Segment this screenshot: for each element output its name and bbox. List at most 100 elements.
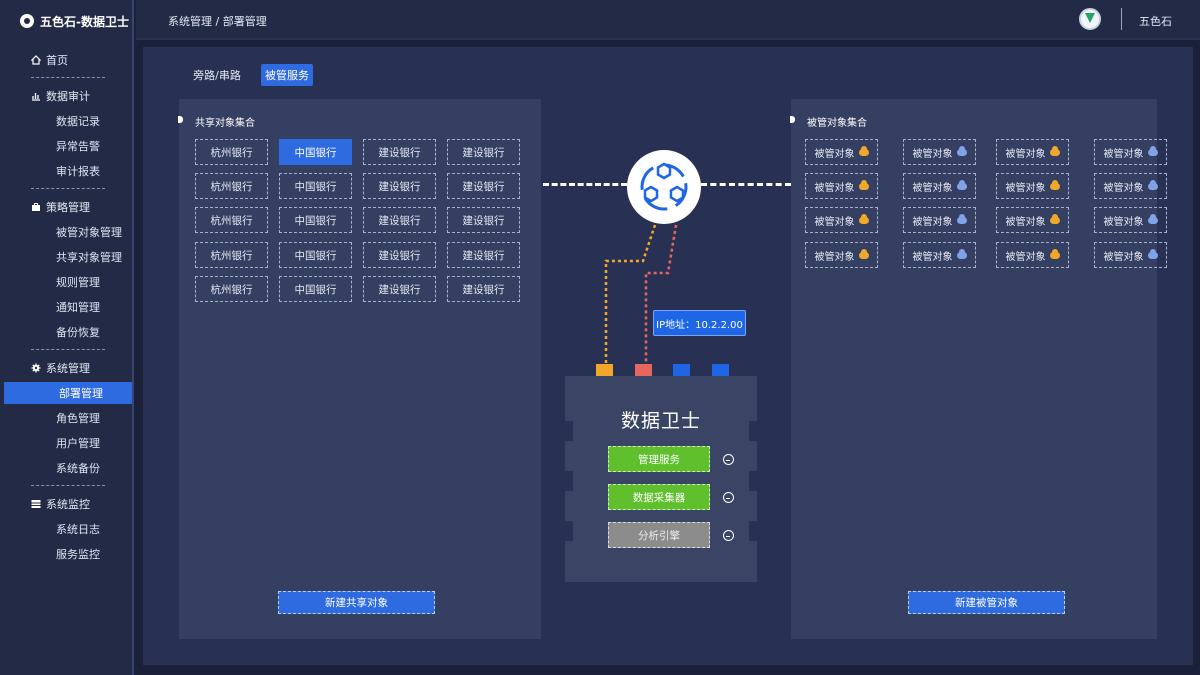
sidebar-item-backup-restore[interactable]: 备份恢复 <box>56 326 100 339</box>
shared-object-chip[interactable]: 建设银行 <box>363 276 436 302</box>
sidebar-item-shared-objects[interactable]: 共享对象管理 <box>56 251 122 264</box>
sidebar-item-data-records[interactable]: 数据记录 <box>56 115 100 128</box>
managed-object-label: 被管对象 <box>1103 251 1144 263</box>
shared-object-chip[interactable]: 建设银行 <box>363 242 436 268</box>
managed-object-chip[interactable]: 被管对象 <box>903 207 976 233</box>
shared-object-chip[interactable]: 中国银行 <box>279 173 352 199</box>
briefcase-icon <box>32 203 40 211</box>
sidebar-item-notifications[interactable]: 通知管理 <box>56 301 100 314</box>
managed-object-chip[interactable]: 被管对象 <box>1094 242 1167 268</box>
managed-object-chip[interactable]: 被管对象 <box>805 139 878 165</box>
tab-managed-services[interactable]: 被管服务 <box>261 64 313 86</box>
managed-object-label: 被管对象 <box>1005 251 1046 263</box>
managed-object-chip[interactable]: 被管对象 <box>1094 207 1167 233</box>
managed-object-chip[interactable]: 被管对象 <box>996 139 1069 165</box>
new-shared-object-button[interactable]: 新建共享对象 <box>278 591 435 614</box>
cloud-icon <box>858 145 869 156</box>
logo-icon <box>20 14 34 28</box>
nav-divider <box>31 77 105 78</box>
refresh-icon[interactable] <box>723 454 734 465</box>
service-analysis-button[interactable]: 分析引擎 <box>608 522 710 548</box>
managed-object-chip[interactable]: 被管对象 <box>996 207 1069 233</box>
sidebar-item-deployment[interactable]: 部署管理 <box>4 382 132 404</box>
sidebar-item-roles[interactable]: 角色管理 <box>56 412 100 425</box>
cloud-icon <box>1049 213 1060 224</box>
shared-object-chip[interactable]: 建设银行 <box>363 173 436 199</box>
managed-object-chip[interactable]: 被管对象 <box>805 242 878 268</box>
tab-bypass-serial[interactable]: 旁路/串路 <box>193 69 241 82</box>
managed-object-chip[interactable]: 被管对象 <box>805 207 878 233</box>
cloud-icon <box>1147 145 1158 156</box>
device-title: 数据卫士 <box>620 410 701 432</box>
user-name[interactable]: 五色石 <box>1139 15 1172 28</box>
managed-object-chip[interactable]: 被管对象 <box>903 139 976 165</box>
shared-object-chip[interactable]: 中国银行 <box>279 139 352 165</box>
breadcrumb: 系统管理 / 部署管理 <box>168 15 267 28</box>
shared-object-chip[interactable]: 建设银行 <box>447 242 520 268</box>
shared-object-chip[interactable]: 建设银行 <box>447 276 520 302</box>
managed-object-chip[interactable]: 被管对象 <box>903 173 976 199</box>
new-managed-object-button[interactable]: 新建被管对象 <box>908 591 1065 614</box>
bar-chart-icon <box>32 93 40 101</box>
managed-object-chip[interactable]: 被管对象 <box>903 242 976 268</box>
nav-monitor[interactable]: 系统监控 <box>0 494 134 514</box>
nav-divider <box>31 188 105 189</box>
nav-system[interactable]: 系统管理 <box>0 358 134 378</box>
shared-object-chip[interactable]: 建设银行 <box>447 207 520 233</box>
nav-home[interactable]: 首页 <box>0 50 134 70</box>
managed-object-chip[interactable]: 被管对象 <box>1094 139 1167 165</box>
main-content: 旁路/串路 被管服务 共享对象集合 杭州银行中国银行建设银行建设银行杭州银行中国… <box>143 47 1193 665</box>
shared-object-chip[interactable]: 建设银行 <box>447 139 520 165</box>
app-logo[interactable]: 五色石-数据卫士 <box>0 0 134 42</box>
service-collector-button[interactable]: 数据采集器 <box>608 484 710 510</box>
managed-object-chip[interactable]: 被管对象 <box>805 173 878 199</box>
shared-object-chip[interactable]: 建设银行 <box>363 207 436 233</box>
sidebar-item-audit-reports[interactable]: 审计报表 <box>56 165 100 178</box>
shared-object-chip[interactable]: 杭州银行 <box>195 139 268 165</box>
managed-object-label: 被管对象 <box>1103 182 1144 194</box>
home-icon <box>31 55 41 65</box>
ip-tooltip: IP地址：10.2.2.00 <box>653 310 746 336</box>
shared-object-chip[interactable]: 中国银行 <box>279 276 352 302</box>
nav-policy[interactable]: 策略管理 <box>0 197 134 217</box>
shared-object-chip[interactable]: 建设银行 <box>363 139 436 165</box>
cloud-icon <box>956 248 967 259</box>
managed-object-chip[interactable]: 被管对象 <box>996 173 1069 199</box>
cloud-icon <box>858 179 869 190</box>
shared-object-chip[interactable]: 中国银行 <box>279 242 352 268</box>
device-notch <box>565 521 573 541</box>
sidebar-item-service-monitor[interactable]: 服务监控 <box>56 548 100 561</box>
gear-icon <box>31 363 41 373</box>
link-line-right <box>701 183 791 186</box>
shared-object-chip[interactable]: 建设银行 <box>447 173 520 199</box>
nav-data-audit-label: 数据审计 <box>46 90 90 103</box>
shared-object-chip[interactable]: 杭州银行 <box>195 242 268 268</box>
refresh-icon[interactable] <box>723 530 734 541</box>
sidebar-item-system-backup[interactable]: 系统备份 <box>56 462 100 475</box>
managed-object-chip[interactable]: 被管对象 <box>996 242 1069 268</box>
shared-object-chip[interactable]: 杭州银行 <box>195 207 268 233</box>
nav-data-audit[interactable]: 数据审计 <box>0 86 134 106</box>
managed-object-label: 被管对象 <box>912 148 953 160</box>
managed-object-label: 被管对象 <box>1005 148 1046 160</box>
avatar[interactable] <box>1079 8 1101 30</box>
managed-object-label: 被管对象 <box>912 182 953 194</box>
cloud-icon <box>956 145 967 156</box>
sidebar-item-managed-objects[interactable]: 被管对象管理 <box>56 226 122 239</box>
shared-object-chip[interactable]: 杭州银行 <box>195 173 268 199</box>
hub-node[interactable] <box>627 150 701 224</box>
shared-object-chip[interactable]: 杭州银行 <box>195 276 268 302</box>
sidebar-item-users[interactable]: 用户管理 <box>56 437 100 450</box>
sidebar-item-rules[interactable]: 规则管理 <box>56 276 100 289</box>
managed-object-label: 被管对象 <box>814 182 855 194</box>
shared-object-chip[interactable]: 中国银行 <box>279 207 352 233</box>
refresh-icon[interactable] <box>723 492 734 503</box>
device-notch <box>749 521 757 541</box>
monitor-icon <box>31 500 41 508</box>
sidebar-item-alerts[interactable]: 异常告警 <box>56 140 100 153</box>
device-notch <box>749 421 757 441</box>
managed-object-chip[interactable]: 被管对象 <box>1094 173 1167 199</box>
sidebar-item-system-logs[interactable]: 系统日志 <box>56 523 100 536</box>
service-management-button[interactable]: 管理服务 <box>608 446 710 472</box>
cloud-icon <box>858 213 869 224</box>
